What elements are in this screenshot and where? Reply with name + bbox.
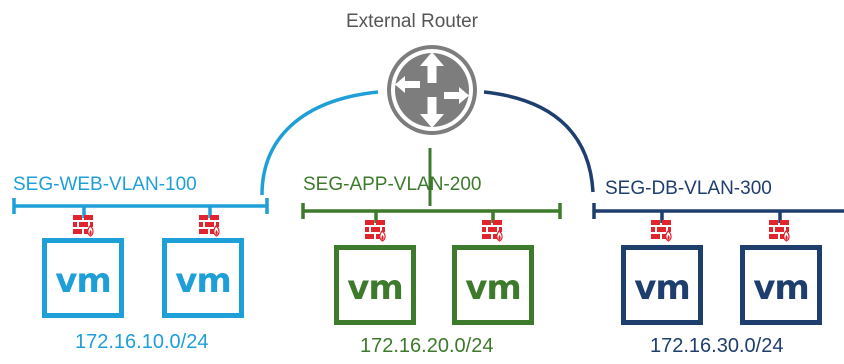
web-segment-bus [12,198,269,218]
segment-label-web: SEG-WEB-VLAN-100 [13,174,197,195]
vm-web-2[interactable]: vm [162,238,244,318]
vm-db-2[interactable]: vm [740,245,822,325]
firewall-icon [482,220,503,242]
segment-label-app: SEG-APP-VLAN-200 [303,174,482,195]
subnet-label-app: 172.16.20.0/24 [360,335,494,357]
db-segment-bus [592,203,844,223]
firewall-icon [769,220,790,242]
firewall-icon [73,215,94,237]
vm-app-2[interactable]: vm [452,245,534,325]
web-uplink-arc [260,90,379,196]
vm-web-1[interactable]: vm [42,238,124,318]
subnet-label-db: 172.16.30.0/24 [650,335,784,357]
segment-label-db: SEG-DB-VLAN-300 [605,178,772,199]
router-title: External Router [346,11,479,32]
vm-db-1[interactable]: vm [621,245,703,325]
vm-label: vm [634,268,691,308]
vm-label: vm [55,261,112,301]
firewall-icon [651,220,672,242]
vm-app-1[interactable]: vm [334,245,416,325]
db-uplink-arc [483,90,595,193]
vm-label: vm [465,268,522,308]
firewall-icon [365,220,386,242]
vm-label: vm [175,261,232,301]
firewall-icon [199,215,220,237]
subnet-label-web: 172.16.10.0/24 [75,331,209,353]
vm-label: vm [347,268,404,308]
vm-label: vm [753,268,810,308]
router-icon [387,45,477,135]
